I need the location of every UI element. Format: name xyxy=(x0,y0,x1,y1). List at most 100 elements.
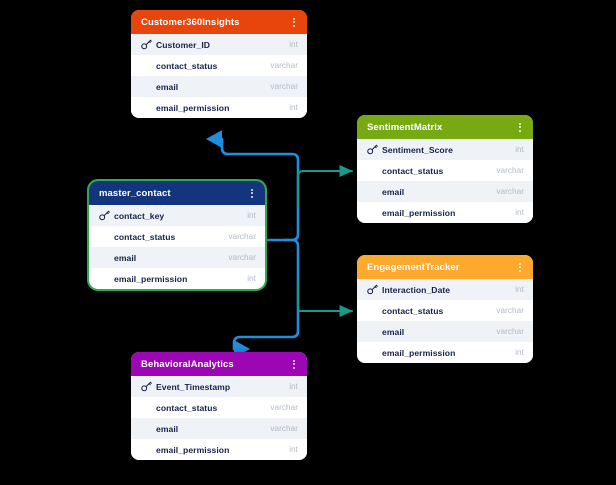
field-type: varchar xyxy=(496,327,524,336)
kebab-menu-icon-engagementtracker[interactable] xyxy=(515,260,525,274)
primary-key-icon xyxy=(141,381,152,392)
field-name: contact_key xyxy=(114,210,165,221)
field-type: varchar xyxy=(228,232,256,241)
entity-card-header-behavioralanalytics[interactable]: BehavioralAnalytics xyxy=(131,352,307,376)
field-row[interactable]: Interaction_Date int xyxy=(357,279,533,300)
field-row[interactable]: email varchar xyxy=(131,418,307,439)
wire-to-behavioralanalytics xyxy=(232,238,300,358)
field-type: int xyxy=(515,208,524,217)
field-name: email_permission xyxy=(156,444,230,455)
primary-key-icon xyxy=(141,39,152,50)
entity-table-name-engagementtracker: EngagementTracker xyxy=(367,261,460,273)
primary-key-icon xyxy=(367,284,378,295)
primary-key-icon-wrap xyxy=(367,144,382,155)
field-type: int xyxy=(289,103,298,112)
field-name: email_permission xyxy=(382,207,456,218)
field-type: varchar xyxy=(270,403,298,412)
field-row[interactable]: email_permission int xyxy=(89,268,265,289)
field-type: varchar xyxy=(496,187,524,196)
field-name: contact_status xyxy=(114,231,176,242)
field-type: varchar xyxy=(270,61,298,70)
field-name: email xyxy=(156,81,179,92)
kebab-menu-icon-master_contact[interactable] xyxy=(247,186,257,200)
field-type: int xyxy=(247,274,256,283)
field-type: varchar xyxy=(496,166,524,175)
field-name: contact_status xyxy=(156,60,218,71)
field-type: int xyxy=(289,382,298,391)
field-type: varchar xyxy=(270,424,298,433)
primary-key-icon-wrap xyxy=(141,39,156,50)
field-row[interactable]: contact_status varchar xyxy=(89,226,265,247)
wire-to-sentimentmatrix xyxy=(296,164,354,209)
field-name: Event_Timestamp xyxy=(156,381,231,392)
field-name: email_permission xyxy=(114,273,188,284)
primary-key-icon xyxy=(99,210,110,221)
field-name: email xyxy=(382,326,405,337)
field-name: email xyxy=(114,252,137,263)
field-row[interactable]: email_permission int xyxy=(357,342,533,363)
field-type: int xyxy=(515,348,524,357)
primary-key-icon-wrap xyxy=(367,284,382,295)
field-row[interactable]: email varchar xyxy=(357,321,533,342)
entity-table-name-master_contact: master_contact xyxy=(99,187,171,199)
field-name: Customer_ID xyxy=(156,39,211,50)
wire-to-engagementtracker xyxy=(296,278,354,318)
field-name: email_permission xyxy=(382,347,456,358)
entity-table-name-sentimentmatrix: SentimentMatrix xyxy=(367,121,443,133)
entity-table-name-behavioralanalytics: BehavioralAnalytics xyxy=(141,358,234,370)
field-row[interactable]: Event_Timestamp int xyxy=(131,376,307,397)
field-row[interactable]: contact_status varchar xyxy=(357,300,533,321)
field-name: contact_status xyxy=(382,165,444,176)
field-row[interactable]: email varchar xyxy=(89,247,265,268)
primary-key-icon-wrap xyxy=(99,210,114,221)
field-type: varchar xyxy=(228,253,256,262)
entity-card-header-customer360insights[interactable]: Customer360Insights xyxy=(131,10,307,34)
field-name: Sentiment_Score xyxy=(382,144,453,155)
field-name: email_permission xyxy=(156,102,230,113)
field-row[interactable]: email_permission int xyxy=(357,202,533,223)
entity-card-header-sentimentmatrix[interactable]: SentimentMatrix xyxy=(357,115,533,139)
field-name: email xyxy=(156,423,179,434)
field-row[interactable]: contact_status varchar xyxy=(357,160,533,181)
field-row[interactable]: contact_key int xyxy=(89,205,265,226)
field-row[interactable]: Sentiment_Score int xyxy=(357,139,533,160)
field-row[interactable]: contact_status varchar xyxy=(131,397,307,418)
field-type: int xyxy=(289,445,298,454)
field-type: int xyxy=(247,211,256,220)
field-row[interactable]: email_permission int xyxy=(131,97,307,118)
field-row[interactable]: Customer_ID int xyxy=(131,34,307,55)
entity-card-header-master_contact[interactable]: master_contact xyxy=(89,181,265,205)
field-type: int xyxy=(289,40,298,49)
entity-table-name-customer360insights: Customer360Insights xyxy=(141,16,240,28)
field-type: varchar xyxy=(496,306,524,315)
field-type: int xyxy=(515,145,524,154)
field-row[interactable]: email varchar xyxy=(357,181,533,202)
entity-card-header-engagementtracker[interactable]: EngagementTracker xyxy=(357,255,533,279)
field-name: contact_status xyxy=(382,305,444,316)
field-row[interactable]: contact_status varchar xyxy=(131,55,307,76)
field-name: email xyxy=(382,186,405,197)
wire-to-customer360insights xyxy=(205,130,300,242)
kebab-menu-icon-behavioralanalytics[interactable] xyxy=(289,357,299,371)
field-name: contact_status xyxy=(156,402,218,413)
primary-key-icon xyxy=(367,144,378,155)
kebab-menu-icon-customer360insights[interactable] xyxy=(289,15,299,29)
field-type: int xyxy=(515,285,524,294)
field-name: Interaction_Date xyxy=(382,284,451,295)
kebab-menu-icon-sentimentmatrix[interactable] xyxy=(515,120,525,134)
field-row[interactable]: email_permission int xyxy=(131,439,307,460)
primary-key-icon-wrap xyxy=(141,381,156,392)
